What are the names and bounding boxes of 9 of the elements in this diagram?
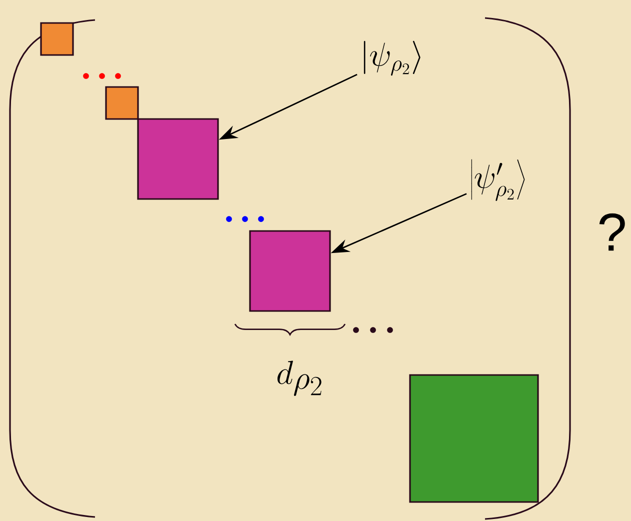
question-mark: ? — [599, 213, 625, 251]
matrix-block — [40, 22, 74, 56]
state-label: $\left|\psi_{\rho_2}'\right\rangle$ — [471, 159, 525, 201]
dimension-label: $d_{\rho_2}$ — [278, 360, 322, 396]
matrix-block — [249, 230, 331, 312]
matrix-block — [409, 374, 539, 503]
matrix-block — [137, 118, 219, 200]
state-label: $\left|\psi_{\rho_2}\right\rangle$ — [364, 40, 420, 76]
matrix-block — [105, 86, 139, 120]
